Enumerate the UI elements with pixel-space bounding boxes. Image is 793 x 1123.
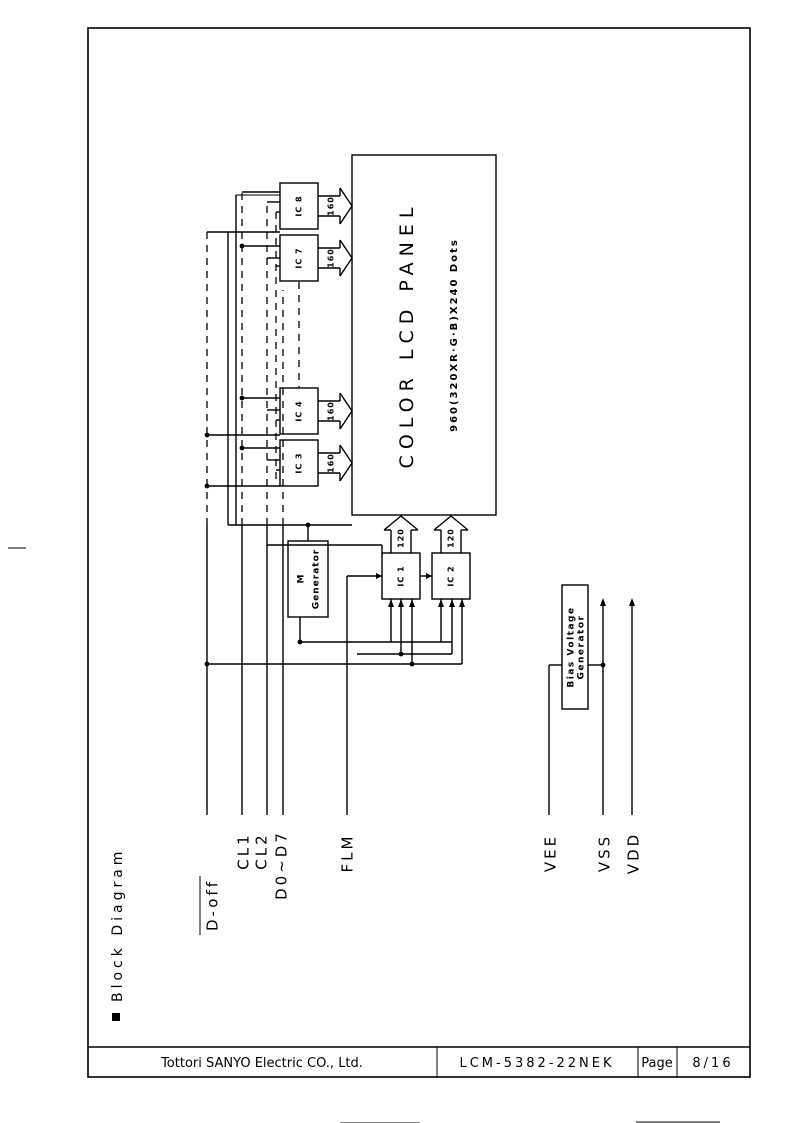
driver-ic-bus-width: 160	[327, 453, 336, 473]
signal-label-d0-d7: D0~D7	[273, 830, 291, 900]
bias-voltage-generator: Bias Voltage Generator	[561, 584, 589, 710]
scan-ic-2: IC 2 120	[431, 515, 471, 600]
wire-vdd	[629, 598, 635, 815]
driver-ic-label: IC 3	[295, 452, 304, 473]
signal-label-d-off: D-off	[204, 879, 222, 931]
scan-ic-1: IC 1 120	[381, 515, 421, 600]
footer-model: LCM-5382-22NEK	[459, 1056, 614, 1071]
wire-cl2	[266, 201, 383, 815]
signal-label-vdd: VDD	[625, 832, 643, 874]
m-generator-line2: Generator	[312, 549, 322, 609]
driver-ic-7: IC 7 160	[279, 234, 353, 282]
driver-ic-bus-width: 160	[327, 196, 336, 216]
scan-ic-bus-width: 120	[447, 528, 456, 548]
lcd-panel-title: COLOR LCD PANEL	[396, 202, 418, 469]
scan-ic-bus-width: 120	[397, 528, 406, 548]
bias-generator-line1: Bias Voltage	[567, 606, 577, 687]
driver-ic-3: IC 3 160	[279, 439, 353, 487]
footer-page-label: Page	[641, 1056, 672, 1071]
signal-label-cl2: CL2	[253, 832, 271, 869]
driver-ic-bus-width: 160	[327, 401, 336, 421]
lcd-panel	[351, 154, 497, 516]
signal-label-vss: VSS	[596, 834, 614, 872]
wire-cl1	[239, 191, 280, 815]
signal-label-vee: VEE	[542, 834, 560, 872]
signal-label-flm: FLM	[339, 834, 357, 873]
driver-ic-label: IC 4	[295, 400, 304, 421]
wire-d0-d7	[275, 211, 284, 815]
driver-ic-bus-width: 160	[327, 248, 336, 268]
wire-d-off	[204, 231, 462, 815]
page-border	[87, 27, 751, 1078]
heading-bullet-icon	[112, 1013, 120, 1021]
driver-ic-4: IC 4 160	[279, 387, 353, 435]
m-generator: M Generator	[287, 540, 329, 618]
section-heading: Block Diagram	[110, 848, 126, 1002]
driver-ic-label: IC 8	[295, 195, 304, 216]
driver-ic-8: IC 8 160	[279, 182, 353, 230]
scan-ic-label: IC 2	[447, 565, 456, 586]
scan-ic-label: IC 1	[397, 565, 406, 586]
signal-label-cl1: CL1	[235, 832, 253, 869]
m-generator-line1: M	[297, 574, 307, 583]
driver-ic-label: IC 7	[295, 247, 304, 268]
wire-vss	[588, 598, 606, 815]
footer-company: Tottori SANYO Electric CO., Ltd.	[160, 1056, 363, 1071]
wire-flm	[346, 573, 382, 815]
wire-vee	[548, 664, 562, 815]
lcd-panel-subtitle: 960(320XR·G·B)X240 Dots	[449, 238, 460, 432]
footer-page-value: 8/16	[692, 1056, 733, 1071]
bias-generator-line2: Generator	[577, 615, 587, 680]
